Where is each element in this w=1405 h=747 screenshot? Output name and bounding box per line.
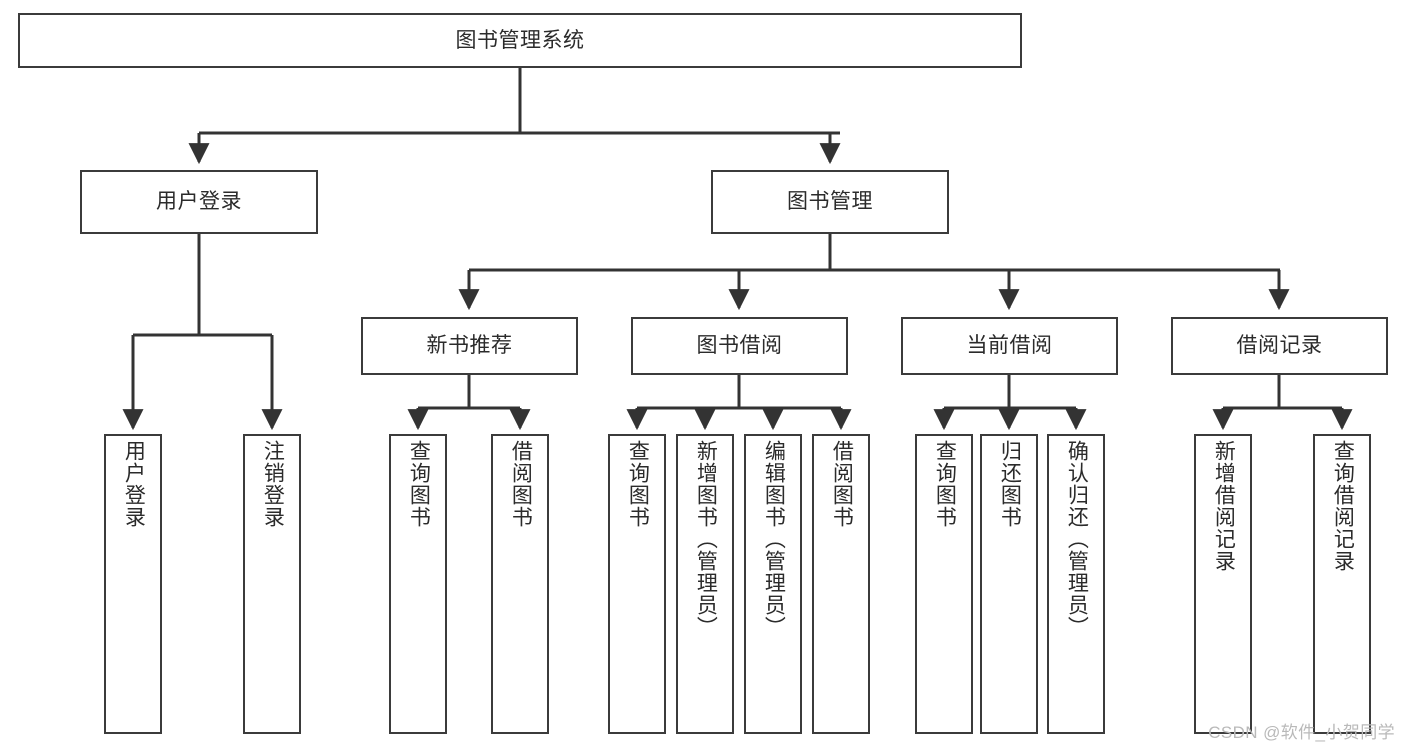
leaf-new-book-query[interactable]: 查询图书 [389, 434, 447, 734]
leaf-user-login-logout-label: 注销登录 [261, 440, 285, 528]
node-book-borrow[interactable]: 图书借阅 [631, 317, 848, 375]
node-book-borrow-label: 图书借阅 [696, 334, 783, 358]
leaf-new-book-query-label: 查询图书 [407, 440, 431, 528]
leaf-user-login-logout[interactable]: 注销登录 [243, 434, 301, 734]
leaf-current-borrow-confirm[interactable]: 确认归还（管理员） [1047, 434, 1105, 734]
leaf-current-borrow-return[interactable]: 归还图书 [980, 434, 1038, 734]
leaf-new-book-borrow[interactable]: 借阅图书 [491, 434, 549, 734]
leaf-book-borrow-query-label: 查询图书 [626, 440, 650, 528]
node-borrow-record[interactable]: 借阅记录 [1171, 317, 1388, 375]
leaf-borrow-record-query[interactable]: 查询借阅记录 [1313, 434, 1371, 734]
leaf-book-borrow-add[interactable]: 新增图书（管理员） [676, 434, 734, 734]
leaf-borrow-record-add-label: 新增借阅记录 [1212, 440, 1236, 572]
leaf-book-borrow-edit[interactable]: 编辑图书（管理员） [744, 434, 802, 734]
leaf-current-borrow-return-label: 归还图书 [998, 440, 1022, 528]
leaf-book-borrow-query[interactable]: 查询图书 [608, 434, 666, 734]
node-root[interactable]: 图书管理系统 [18, 13, 1022, 68]
node-new-book-recommend[interactable]: 新书推荐 [361, 317, 578, 375]
node-book-management-label: 图书管理 [787, 190, 873, 214]
leaf-borrow-record-query-label: 查询借阅记录 [1331, 440, 1355, 572]
node-borrow-record-label: 借阅记录 [1236, 334, 1323, 358]
leaf-book-borrow-borrow-label: 借阅图书 [830, 440, 854, 528]
leaf-current-borrow-confirm-label: 确认归还（管理员） [1065, 440, 1089, 638]
node-new-book-recommend-label: 新书推荐 [426, 334, 513, 358]
leaf-book-borrow-borrow[interactable]: 借阅图书 [812, 434, 870, 734]
leaf-book-borrow-edit-label: 编辑图书（管理员） [762, 440, 786, 638]
node-book-management[interactable]: 图书管理 [711, 170, 949, 234]
leaf-borrow-record-add[interactable]: 新增借阅记录 [1194, 434, 1252, 734]
watermark: CSDN @软件_小贺同学 [1208, 723, 1395, 742]
node-current-borrow-label: 当前借阅 [966, 334, 1053, 358]
leaf-new-book-borrow-label: 借阅图书 [509, 440, 533, 528]
leaf-user-login-login[interactable]: 用户登录 [104, 434, 162, 734]
leaf-current-borrow-query-label: 查询图书 [933, 440, 957, 528]
leaf-user-login-login-label: 用户登录 [122, 440, 146, 528]
node-user-login-label: 用户登录 [156, 190, 242, 214]
node-root-label: 图书管理系统 [455, 28, 585, 52]
leaf-current-borrow-query[interactable]: 查询图书 [915, 434, 973, 734]
leaf-book-borrow-add-label: 新增图书（管理员） [694, 440, 718, 638]
node-current-borrow[interactable]: 当前借阅 [901, 317, 1118, 375]
node-user-login[interactable]: 用户登录 [80, 170, 318, 234]
